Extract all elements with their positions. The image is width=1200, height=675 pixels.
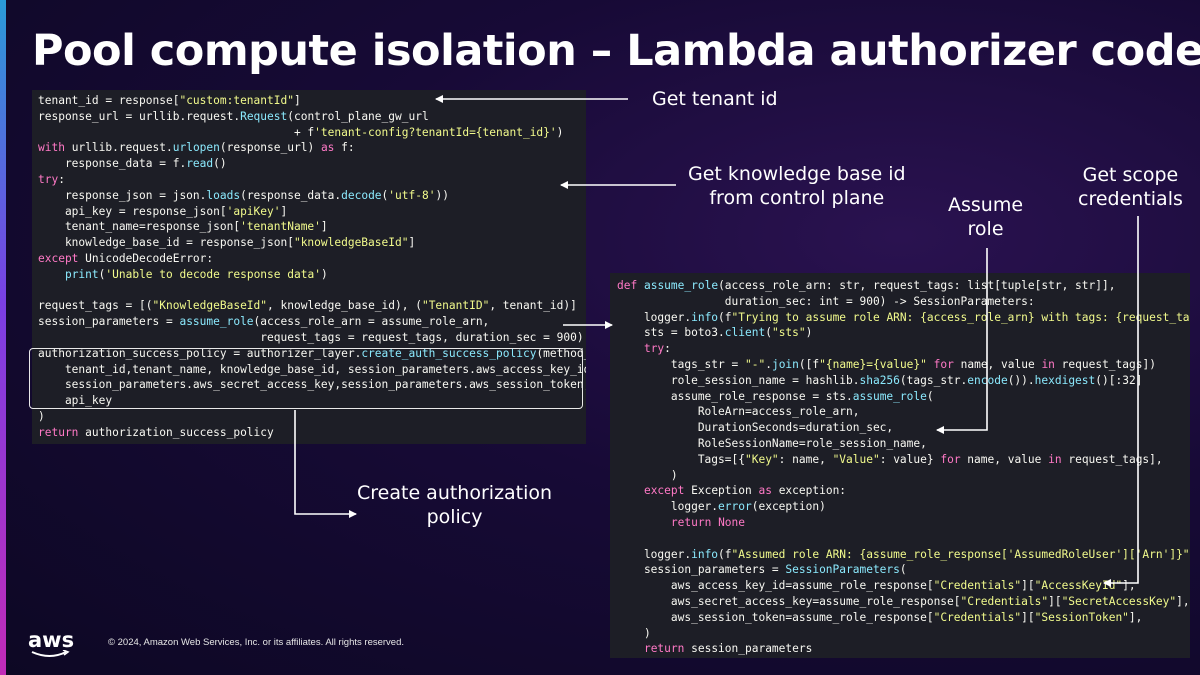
accent-edge-bar	[0, 0, 6, 675]
highlight-auth-policy-box	[29, 348, 583, 409]
code-left-line: tenant_id,tenant_name, knowledge_base_id…	[38, 362, 586, 376]
code-left-line: response_json = json.loads(response_data…	[38, 188, 449, 202]
code-right-line: logger.error(exception)	[617, 500, 826, 514]
code-right-line: aws_session_token=assume_role_response["…	[617, 610, 1143, 624]
code-right-line: aws_secret_access_key=assume_role_respon…	[617, 594, 1190, 608]
code-left-line: response_url = urllib.request.Request(co…	[38, 109, 429, 123]
code-right-line: logger.info(f"Assumed role ARN: {assume_…	[617, 547, 1190, 561]
code-right-line: aws_access_key_id=assume_role_response["…	[617, 579, 1136, 593]
code-right-line: logger.info(f"Trying to assume role ARN:…	[617, 310, 1190, 324]
code-right-line: DurationSeconds=duration_sec,	[617, 421, 894, 435]
code-right-line: except Exception as exception:	[643, 484, 847, 498]
code-left-line: try:	[38, 172, 65, 186]
code-right-line: session_parameters = SessionParameters(	[617, 563, 907, 577]
code-left-line: authorization_success_policy = authorize…	[38, 346, 586, 360]
annotation-create-authorization-policy: Create authorization policy	[357, 482, 553, 528]
code-right-line: RoleArn=access_role_arn,	[617, 405, 860, 419]
code-left-line: with urllib.request.urlopen(response_url…	[38, 141, 355, 155]
code-left-line: except UnicodeDecodeError:	[38, 251, 214, 265]
code-right-line: return session_parameters	[643, 642, 813, 656]
code-right-line: )	[617, 626, 651, 640]
code-left-line: tenant_name=response_json['tenantName']	[38, 220, 328, 234]
code-left-line: print('Unable to decode response data')	[64, 267, 328, 281]
aws-logo: aws	[28, 628, 74, 657]
code-right-line: role_session_name = hashlib.sha256(tags_…	[617, 373, 1143, 387]
code-left-line: ​	[32, 283, 586, 299]
code-right-line: ​	[610, 531, 1190, 547]
code-right-line: assume_role_response = sts.assume_role(	[617, 389, 934, 403]
code-right-line: try:	[643, 342, 671, 356]
code-left-line: request_tags = request_tags, duration_se…	[38, 330, 584, 344]
annotation-assume-role: Assume role	[948, 194, 1024, 240]
code-right-line: tags_str = "-".join([f"{name}={value}" f…	[617, 357, 1156, 371]
code-right-line: return None	[670, 515, 746, 529]
annotation-get-tenant-id: Get tenant id	[652, 88, 778, 110]
code-right-line: Tags=[{"Key": name, "Value": value} for …	[617, 452, 1163, 466]
code-block-authorizer: tenant_id = response["custom:tenantId"] r…	[32, 90, 586, 444]
code-block-assume-role: def assume_role(access_role_arn: str, re…	[610, 273, 1190, 658]
code-left-line: + f'tenant-config?tenantId={tenant_id}')	[38, 125, 564, 139]
code-right-line: duration_sec: int = 900) -> SessionParam…	[617, 294, 1035, 308]
code-left-line: session_parameters.aws_secret_access_key…	[38, 378, 586, 392]
code-right-line: RoleSessionName=role_session_name,	[617, 436, 927, 450]
annotation-get-scope-credentials: Get scope credentials	[1078, 164, 1183, 210]
slide-title: Pool compute isolation – Lambda authoriz…	[32, 26, 1200, 76]
code-right-line: )	[617, 468, 678, 482]
code-right-line: def assume_role(access_role_arn: str, re…	[617, 279, 1116, 292]
code-left-line: response_data = f.read()	[38, 157, 227, 171]
code-left-line: api_key = response_json['apiKey']	[38, 204, 288, 218]
code-left-line: )	[38, 409, 45, 423]
annotation-get-knowledge-base-id: Get knowledge base id from control plane	[688, 163, 906, 209]
code-left-line: request_tags = [("KnowledgeBaseId", know…	[38, 299, 577, 313]
copyright-notice: © 2024, Amazon Web Services, Inc. or its…	[108, 637, 405, 648]
code-right-line: sts = boto3.client("sts")	[617, 326, 813, 340]
code-left-line: session_parameters = assume_role(access_…	[38, 315, 490, 329]
code-left-line: api_key	[38, 394, 113, 408]
code-left-line: return authorization_success_policy	[38, 425, 274, 439]
code-left-line: knowledge_base_id = response_json["knowl…	[38, 236, 416, 250]
code-left-line: tenant_id = response["custom:tenantId"]	[38, 94, 301, 107]
